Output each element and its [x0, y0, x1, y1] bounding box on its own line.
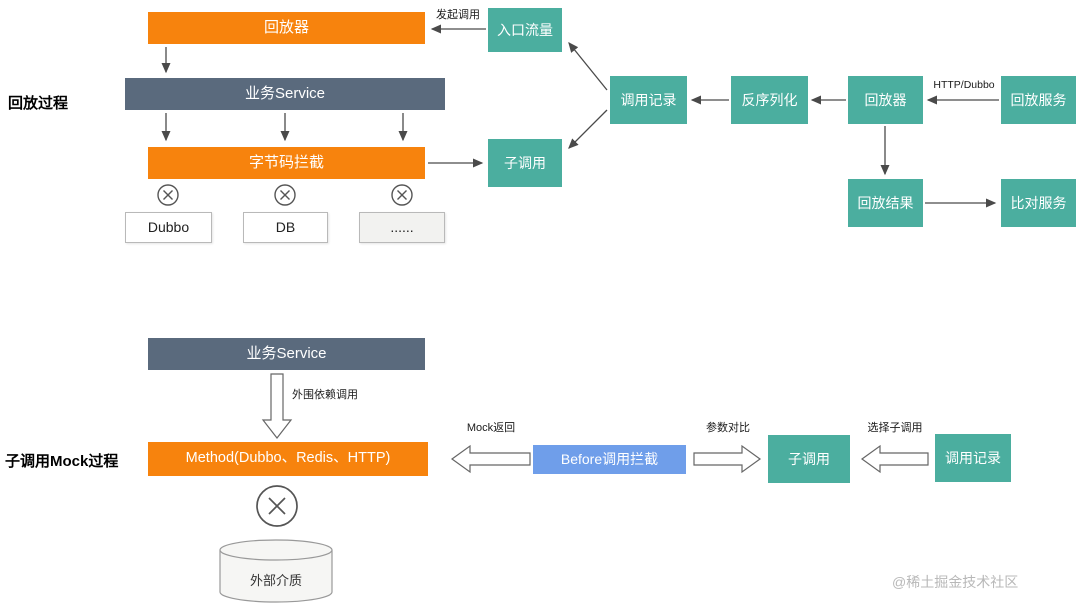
blocked-icon-db [274, 184, 296, 206]
label-http-dubbo: HTTP/Dubbo [933, 79, 995, 91]
watermark: @稀土掘金技术社区 [892, 574, 1019, 590]
external-medium-label: 外部介质 [249, 573, 302, 588]
node-dubbo: Dubbo [125, 212, 212, 243]
section-label-playback: 回放过程 [8, 95, 69, 112]
block-arrow-mock-return [450, 444, 531, 474]
node-sub-call-top: 子调用 [488, 139, 562, 187]
node-deserialize: 反序列化 [731, 76, 808, 124]
node-method: Method(Dubbo、Redis、HTTP) [148, 442, 428, 476]
node-sub-call-bottom: 子调用 [768, 435, 850, 483]
arrow-callrecord-to-entry [568, 41, 608, 91]
node-replay-result: 回放结果 [848, 179, 923, 227]
node-replayer-right: 回放器 [848, 76, 923, 124]
arrow-callrecord-to-subcall [568, 109, 608, 149]
label-peripheral-call: 外围依赖调用 [292, 389, 358, 401]
blocked-icon-dubbo [157, 184, 179, 206]
blocked-icon-other [391, 184, 413, 206]
node-call-record-top: 调用记录 [610, 76, 687, 124]
node-call-record-bottom: 调用记录 [935, 434, 1011, 482]
label-param-compare: 参数对比 [706, 422, 750, 434]
block-arrow-down-dependency [261, 373, 293, 439]
section-label-mock: 子调用Mock过程 [5, 453, 119, 470]
label-initiate-call: 发起调用 [436, 9, 480, 21]
label-mock-return: Mock返回 [466, 422, 516, 434]
node-db: DB [243, 212, 328, 243]
node-ellipsis: ...... [359, 212, 445, 243]
block-arrow-param-compare [693, 444, 762, 474]
node-before-intercept: Before调用拦截 [533, 445, 686, 474]
node-compare-service: 比对服务 [1001, 179, 1076, 227]
node-business-service-bottom: 业务Service [148, 338, 425, 370]
node-business-service-top: 业务Service [125, 78, 445, 110]
label-select-subcall: 选择子调用 [867, 422, 923, 434]
database-cylinder-icon [219, 539, 333, 603]
block-arrow-select-subcall [860, 444, 929, 474]
blocked-icon-method [256, 485, 298, 527]
node-replayer-top: 回放器 [148, 12, 425, 44]
node-replay-service: 回放服务 [1001, 76, 1076, 124]
node-bytecode-intercept: 字节码拦截 [148, 147, 425, 179]
node-entry-traffic: 入口流量 [488, 8, 562, 52]
